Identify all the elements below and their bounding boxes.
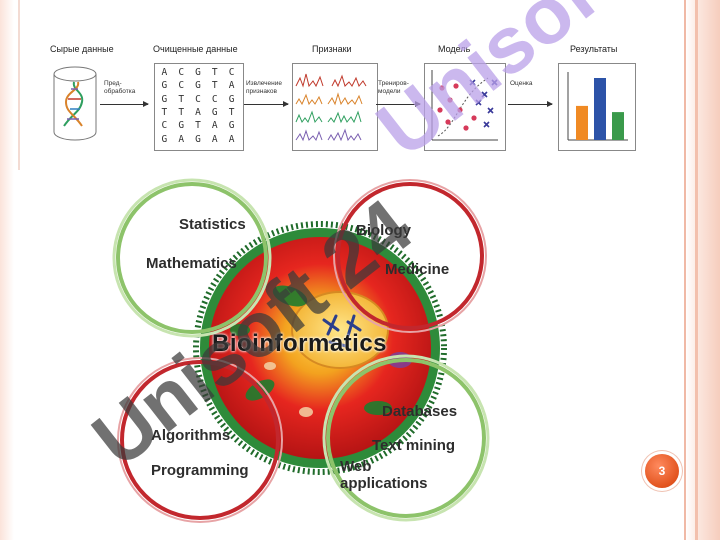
dna-base: G (195, 67, 201, 79)
dna-base: G (161, 93, 168, 105)
dna-base: G (195, 133, 201, 145)
right-stripe (695, 0, 698, 540)
features-box (292, 63, 378, 151)
label-mathematics: Mathematics (146, 255, 237, 272)
dna-base: G (195, 80, 201, 92)
result-bar (612, 112, 624, 140)
step-extract-2: признаков (246, 88, 277, 95)
dna-base: T (211, 67, 218, 79)
stage-model: Модель (438, 44, 471, 54)
dna-base: T (178, 93, 185, 105)
dna-base: C (178, 67, 185, 79)
left-border (0, 0, 14, 540)
dna-base: G (178, 120, 185, 132)
dna-base: A (195, 107, 201, 119)
features-spectra-icon (295, 73, 367, 142)
dna-base: A (178, 133, 185, 145)
dna-base: G (228, 93, 235, 105)
dna-base: C (211, 93, 218, 105)
stage-features: Признаки (312, 44, 352, 54)
result-bar (594, 78, 606, 140)
dna-base: T (161, 107, 168, 119)
dna-base: G (211, 107, 218, 119)
dna-base: T (228, 107, 235, 119)
dna-base: T (178, 107, 185, 119)
step-train-1: Трениров- (378, 80, 409, 87)
dna-base: G (228, 120, 235, 132)
dna-base: C (228, 67, 235, 79)
label-web-applications: Web applications (340, 458, 428, 492)
dna-base: A (211, 120, 218, 132)
dna-base: C (178, 80, 185, 92)
label-databases: Databases (382, 403, 458, 420)
dna-base: T (211, 80, 218, 92)
dna-base: G (161, 133, 168, 145)
label-statistics: Statistics (179, 216, 246, 233)
label-medicine: Medicine (385, 261, 450, 278)
left-divider (18, 0, 20, 170)
dna-base: C (161, 120, 168, 132)
bioinformatics-diagram (112, 178, 490, 523)
label-biology: Biology (356, 222, 411, 239)
arrow-3 (376, 101, 421, 107)
label-programming: Programming (151, 462, 249, 479)
database-dna-icon (53, 66, 97, 141)
model-box (424, 63, 506, 151)
result-bar (576, 105, 588, 140)
dna-base: C (195, 93, 201, 105)
arrow-1 (100, 101, 149, 107)
chromosomes-icon (322, 314, 362, 348)
dna-base: G (161, 80, 168, 92)
ring-biology (336, 182, 484, 330)
right-border (684, 0, 720, 540)
dna-base: A (211, 133, 218, 145)
step-extract-1: Извлечение (246, 80, 282, 87)
ring-statistics (116, 182, 268, 334)
results-bar-chart (567, 72, 628, 141)
label-algorithms: Algorithms (151, 427, 231, 444)
arrow-2 (244, 101, 289, 107)
stage-results: Результаты (570, 44, 618, 54)
dna-base: A (228, 80, 235, 92)
clean-data-box (154, 63, 244, 151)
membrane-beads (193, 221, 447, 475)
svg-text:Unisoft 24: Unisoft 24 (361, 0, 720, 173)
dna-base: A (161, 67, 168, 79)
label-bioinformatics: Bioinformatics (212, 330, 388, 357)
step-evaluate: Оценка (510, 80, 533, 87)
dna-base: T (195, 120, 201, 132)
step-train-2: модели (378, 88, 401, 95)
ring-databases (326, 358, 486, 518)
arrow-4 (508, 101, 553, 107)
step-preprocess: Пред- обработка (104, 80, 136, 95)
ring-algorithms (120, 360, 280, 520)
model-scatter-icon (431, 70, 498, 141)
page-number-badge: 3 (645, 454, 679, 488)
dna-base: A (228, 133, 235, 145)
stage-raw-data: Сырые данные (50, 44, 114, 54)
stage-clean-data: Очищенные данные (153, 44, 238, 54)
label-text-mining: Text mining (372, 437, 456, 454)
